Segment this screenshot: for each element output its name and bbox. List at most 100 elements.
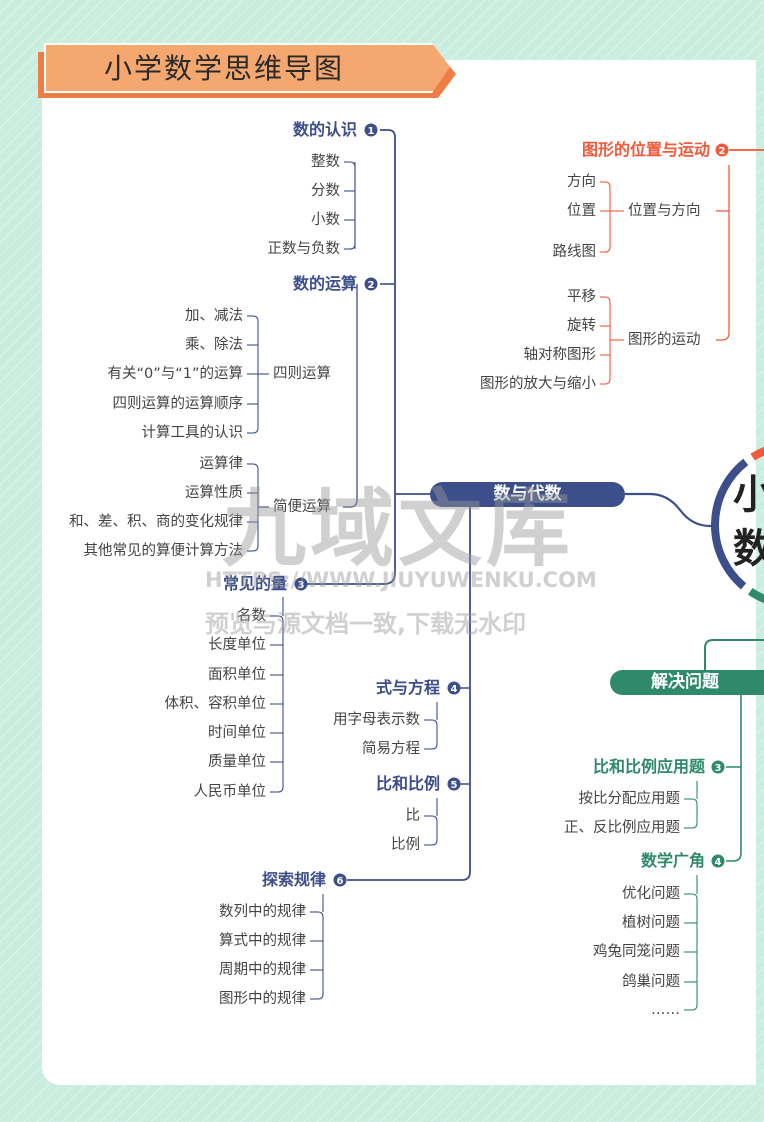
number-badge-icon <box>333 873 347 887</box>
heading-node: 探索规律 <box>261 870 326 889</box>
connector-line <box>456 687 470 785</box>
leaf-node: 位置 <box>567 203 596 219</box>
leaf-node: 面积单位 <box>208 667 266 683</box>
number-badge-icon <box>711 760 725 774</box>
number-badge-label: 5 <box>451 780 458 791</box>
leaf-node: 四则运算的运算顺序 <box>112 396 244 412</box>
leaf-node: 小数 <box>311 212 340 228</box>
leaf-node: 鸽巢问题 <box>622 974 680 990</box>
title-banner <box>44 43 450 93</box>
leaf-node: 正数与负数 <box>267 241 341 257</box>
leaf-node: 名数 <box>237 608 266 624</box>
leaf-node: 比 <box>405 808 421 824</box>
watermark-brand: 九域文库 <box>222 480 575 578</box>
leaf-node: 按比分配应用题 <box>578 791 681 807</box>
green-trunk <box>726 695 742 862</box>
bracket-line <box>431 815 438 846</box>
leaf-node: 平移 <box>567 289 596 305</box>
bracket-line <box>604 296 611 385</box>
heading-node: 数学广角 <box>640 851 705 870</box>
green-connector <box>704 639 764 670</box>
heading-node: 图形的位置与运动 <box>581 140 710 159</box>
leaf-node: 路线图 <box>552 244 597 260</box>
leaf-node: 算式中的规律 <box>219 933 306 949</box>
leaf-node: 比例 <box>391 837 420 853</box>
leaf-node: …… <box>651 1002 680 1018</box>
branch-problem-solving-label: 解决问题 <box>651 672 719 692</box>
number-badge-icon <box>711 854 725 868</box>
leaf-node: 乘、除法 <box>185 337 243 353</box>
center-char-1: 小 <box>733 472 764 518</box>
center-connector <box>625 492 716 528</box>
heading-node: 常见的量 <box>222 574 287 593</box>
number-badge-label: 2 <box>719 146 726 157</box>
bracket-line <box>317 911 324 1000</box>
leaf-node: 质量单位 <box>208 754 266 770</box>
number-badge-label: 3 <box>298 580 305 591</box>
leaf-node: 加、减法 <box>185 308 243 324</box>
content-panel <box>42 60 756 1085</box>
branch-number-algebra: 数与代数 <box>430 482 625 507</box>
number-badge-label: 3 <box>715 763 722 774</box>
number-badge-icon <box>364 277 378 291</box>
number-badge-icon <box>447 777 461 791</box>
number-badge-icon <box>715 143 729 157</box>
leaf-node: 长度单位 <box>208 637 266 653</box>
leaf-node: 运算性质 <box>185 485 243 501</box>
leaf-node: 周期中的规律 <box>219 962 306 978</box>
bracket-line <box>691 893 698 1011</box>
leaf-node: 体积、容积单位 <box>164 696 267 712</box>
number-badge-icon <box>364 123 378 137</box>
center-arc-orange <box>750 446 764 461</box>
center-char-2: 数 <box>733 526 764 572</box>
leaf-node: 方向 <box>567 174 596 190</box>
page-title: 小学数学思维导图 <box>103 52 344 85</box>
number-badge-icon <box>294 577 308 591</box>
connector-line <box>716 165 730 341</box>
heading-node: 数的认识 <box>292 120 357 139</box>
watermark-url: HTTPS://WWW.JIUYUWENKU.COM <box>205 568 597 592</box>
connector-line <box>343 284 358 508</box>
bracket-line <box>277 615 284 793</box>
leaf-node: 计算工具的认识 <box>141 425 244 441</box>
trunk-line-2 <box>347 507 471 881</box>
trunk-line <box>306 129 396 585</box>
number-badge-label: 1 <box>368 126 375 137</box>
heading-node: 式与方程 <box>375 678 440 697</box>
leaf-node: 有关“0”与“1”的运算 <box>107 366 244 382</box>
heading-node: 比和比例应用题 <box>592 757 705 776</box>
leaf-node: 运算律 <box>199 456 244 472</box>
number-badge-label: 2 <box>368 280 375 291</box>
number-badge-label: 4 <box>451 684 458 695</box>
center-arc-blue <box>711 458 749 590</box>
leaf-node: 和、差、积、商的变化规律 <box>69 514 243 530</box>
branch-problem-solving: 解决问题 <box>610 670 764 695</box>
leaf-node: 图形的放大与缩小 <box>480 376 596 392</box>
leaf-node: 人民币单位 <box>193 784 267 800</box>
subgroup-label: 简便运算 <box>273 499 331 515</box>
bracket-line <box>431 719 438 750</box>
subgroup-label: 图形的运动 <box>628 332 701 348</box>
center-arc-green <box>748 587 764 603</box>
leaf-node: 轴对称图形 <box>523 347 597 363</box>
number-badge-icon <box>447 681 461 695</box>
leaf-node: 鸡兔同笼问题 <box>593 944 680 960</box>
heading-node: 比和比例 <box>375 774 440 793</box>
leaf-node: 优化问题 <box>622 886 680 902</box>
leaf-node: 正、反比例应用题 <box>564 820 680 836</box>
leaf-node: 数列中的规律 <box>219 904 306 920</box>
leaf-node: 旋转 <box>567 318 596 334</box>
leaf-node: 用字母表示数 <box>333 712 420 728</box>
subgroup-label: 四则运算 <box>273 366 331 382</box>
leaf-node: 植树问题 <box>622 915 680 931</box>
number-badge-label: 4 <box>715 857 722 868</box>
bracket-line <box>349 161 356 250</box>
leaf-node: 时间单位 <box>208 725 266 741</box>
leaf-node: 图形中的规律 <box>219 991 306 1007</box>
leaf-node: 整数 <box>311 154 340 170</box>
number-badge-label: 6 <box>337 876 344 887</box>
leaf-node: 分数 <box>311 183 340 199</box>
bracket-line <box>604 181 611 253</box>
bracket-line <box>691 798 698 829</box>
